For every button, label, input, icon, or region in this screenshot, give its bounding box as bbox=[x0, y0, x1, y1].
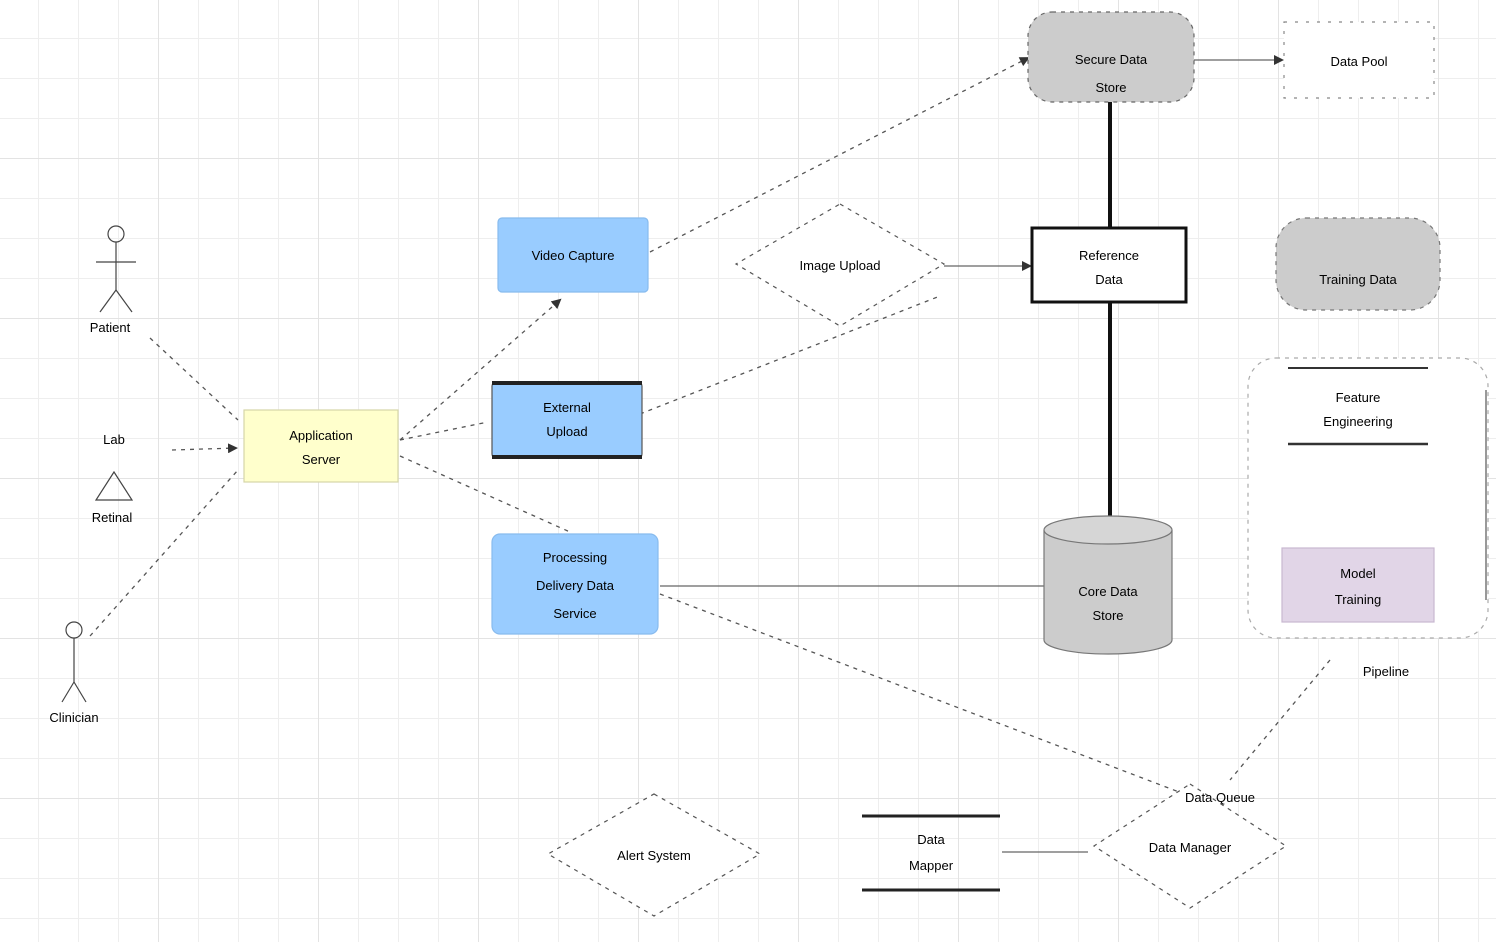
secure-store-line2: Store bbox=[1095, 80, 1126, 95]
group-pipeline[interactable]: Pipeline bbox=[1247, 357, 1489, 679]
pipeline-label: Pipeline bbox=[1363, 664, 1409, 679]
video-capture-label: Video Capture bbox=[532, 248, 615, 263]
reference-data-line2: Data bbox=[1095, 272, 1123, 287]
actor-retinal-label: Retinal bbox=[92, 510, 133, 525]
training-data-label: Training Data bbox=[1319, 272, 1397, 287]
core-data-line1: Core Data bbox=[1078, 584, 1138, 599]
model-training-line1: Model bbox=[1340, 566, 1376, 581]
node-data-pool[interactable]: Data Pool bbox=[1283, 21, 1435, 99]
clinician-head-icon bbox=[65, 621, 83, 639]
image-upload-label: Image Upload bbox=[800, 258, 881, 273]
secure-store-line1: Secure Data bbox=[1075, 52, 1148, 67]
node-reference-data[interactable]: Reference Data bbox=[1030, 226, 1188, 304]
edge-process-manager bbox=[659, 593, 1201, 801]
edge-clinician-app bbox=[89, 469, 239, 637]
processing-line2: Delivery Data bbox=[536, 578, 615, 593]
data-mapper-line1: Data bbox=[917, 832, 945, 847]
edge-app-process bbox=[399, 455, 571, 533]
data-queue-label: Data Queue bbox=[1185, 790, 1255, 805]
app-server-line2: Server bbox=[302, 452, 341, 467]
core-data-line2: Store bbox=[1092, 608, 1123, 623]
lab-icon bbox=[94, 470, 134, 501]
actor-patient[interactable]: Patient bbox=[90, 225, 136, 335]
actor-clinician-label: Clinician bbox=[49, 710, 98, 725]
node-core-data-store[interactable]: Core Data Store bbox=[1043, 515, 1173, 655]
reference-data-line1: Reference bbox=[1079, 248, 1139, 263]
edge-app-ext bbox=[399, 421, 489, 441]
edge-ext-image bbox=[639, 295, 941, 415]
node-alert-system[interactable]: Alert System bbox=[546, 793, 762, 917]
external-upload-line1: External bbox=[543, 400, 591, 415]
node-secure-store[interactable]: Secure Data Store bbox=[1027, 11, 1195, 103]
node-processing-service[interactable]: Processing Delivery Data Service bbox=[491, 533, 659, 635]
node-data-mapper[interactable]: Data Mapper bbox=[862, 814, 1000, 892]
processing-line1: Processing bbox=[543, 550, 607, 565]
data-pool-label: Data Pool bbox=[1330, 54, 1387, 69]
edge-patient-app bbox=[149, 337, 239, 421]
actor-head-icon bbox=[107, 225, 125, 243]
node-image-upload[interactable]: Image Upload bbox=[734, 203, 946, 327]
edge-lab-app bbox=[171, 443, 238, 454]
data-mapper-line2: Mapper bbox=[909, 858, 954, 873]
actor-lab-label: Lab bbox=[103, 432, 125, 447]
processing-line3: Service bbox=[553, 606, 596, 621]
actor-patient-label: Patient bbox=[90, 320, 131, 335]
node-model-training[interactable]: Model Training bbox=[1281, 547, 1435, 623]
edge-video-secure bbox=[649, 57, 1030, 253]
data-manager-label: Data Manager bbox=[1149, 840, 1232, 855]
app-server-line1: Application bbox=[289, 428, 353, 443]
node-feature-engineering[interactable]: Feature Engineering bbox=[1288, 367, 1428, 446]
external-upload-line2: Upload bbox=[546, 424, 587, 439]
node-external-upload[interactable]: External Upload bbox=[491, 381, 643, 459]
edge-pipeline-manager bbox=[1229, 659, 1331, 781]
alert-system-label: Alert System bbox=[617, 848, 691, 863]
edges bbox=[89, 55, 1331, 853]
feature-line1: Feature bbox=[1336, 390, 1381, 405]
actor-lab[interactable]: Lab Retinal bbox=[92, 432, 134, 525]
actor-clinician[interactable]: Clinician bbox=[49, 621, 99, 725]
node-training-data[interactable]: Training Data bbox=[1275, 217, 1441, 311]
node-data-manager[interactable]: Data Queue Data Manager bbox=[1092, 783, 1288, 909]
node-video-capture[interactable]: Video Capture bbox=[497, 217, 649, 293]
model-training-line2: Training bbox=[1335, 592, 1381, 607]
feature-line2: Engineering bbox=[1323, 414, 1392, 429]
node-app-server[interactable]: Application Server bbox=[243, 409, 399, 483]
